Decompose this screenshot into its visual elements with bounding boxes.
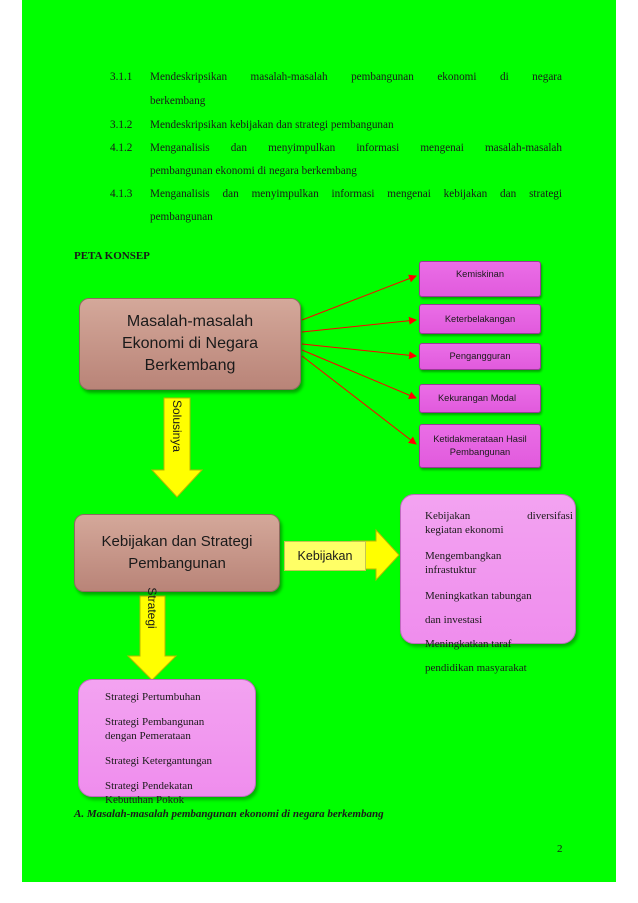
objective-text-continued: berkembang	[150, 95, 206, 107]
policy-item: Mengembangkan	[425, 550, 502, 562]
objective-number: 3.1.1	[110, 71, 133, 83]
problems-main-box: Masalah-masalah Ekonomi di Negara Berkem…	[79, 298, 301, 390]
strategy-item: Strategi Pembangunan	[105, 716, 205, 728]
problem-keterbelakangan: Keterbelakangan	[419, 304, 541, 334]
policy-item: Meningkatkan taraf	[425, 638, 512, 650]
policy-item: Kebijakan diversifasi	[425, 510, 573, 522]
policy-strategy-box: Kebijakan dan Strategi Pembangunan	[74, 514, 280, 592]
arrow-to-kemiskinan	[301, 274, 417, 321]
policies-list: Kebijakan diversifasi kegiatan ekonomi M…	[425, 509, 573, 675]
strategi-label: Strategi	[145, 587, 159, 629]
strategy-item-continued: Kebutuhan Pokok	[105, 794, 185, 806]
document-page: 3.1.1 Mendeskripsikan masalah-masalah pe…	[22, 0, 616, 882]
problem-ketidakmerataan: Ketidakmerataan Hasil Pembangunan	[419, 424, 541, 468]
problem-label: Kemiskinan	[455, 268, 505, 279]
policy-item-continued: kegiatan ekonomi	[425, 524, 504, 536]
policies-box	[400, 494, 576, 644]
objective-text-continued: pembangunan	[150, 211, 213, 223]
strategy-item-continued: dengan Pemerataan	[105, 730, 191, 742]
section-title: PETA KONSEP	[74, 250, 150, 262]
problem-kekurangan-modal: Kekurangan Modal	[419, 384, 541, 413]
solusinya-label: Solusinya	[170, 399, 184, 453]
main-box-line: Berkembang	[144, 357, 236, 374]
policy-item-continued: pendidikan masyarakat	[425, 662, 527, 674]
objective-number: 4.1.3	[110, 188, 133, 200]
objective-text-continued: pembangunan ekonomi di negara berkembang	[150, 165, 357, 177]
arrow-to-kekurangan-modal	[301, 349, 417, 399]
problem-pengangguran: Pengangguran	[419, 343, 541, 370]
problem-label: Kekurangan Modal	[437, 393, 517, 403]
arrow-to-keterbelakangan	[301, 316, 417, 333]
policy-item: Meningkatkan tabungan	[425, 590, 532, 602]
strategy-item: Strategi Ketergantungan	[105, 755, 213, 767]
strategi-arrow	[126, 595, 178, 681]
main-box-line: Masalah-masalah	[126, 313, 254, 330]
page-number: 2	[557, 843, 563, 855]
strategies-box	[78, 679, 256, 797]
policy-item-continued: infrastuktur	[425, 564, 477, 576]
arrow-to-pengangguran	[301, 343, 417, 360]
problem-label: Ketidakmerataan Hasil Pembangunan	[433, 434, 527, 457]
strategies-list: Strategi Pertumbuhan Strategi Pembanguna…	[105, 690, 255, 807]
objective-text: Menganalisis dan menyimpulkan informasi …	[150, 188, 562, 200]
section-heading-a: A. Masalah-masalah pembangunan ekonomi d…	[74, 808, 384, 820]
policy-box-line: Kebijakan dan Strategi	[101, 533, 253, 550]
objective-text: Menganalisis dan menyimpulkan informasi …	[150, 142, 562, 154]
objective-text: Mendeskripsikan masalah-masalah pembangu…	[150, 71, 562, 83]
arrow-to-ketidakmerataan	[301, 355, 417, 445]
solusinya-arrow	[150, 397, 204, 498]
problem-label: Pengangguran	[449, 351, 511, 361]
problem-kemiskinan: Kemiskinan	[419, 261, 541, 297]
objective-number: 4.1.2	[110, 142, 133, 154]
kebijakan-label: Kebijakan	[284, 541, 366, 571]
concept-map-arrows	[126, 274, 417, 681]
policy-box-line: Pembangunan	[128, 555, 226, 572]
strategy-item: Strategi Pertumbuhan	[105, 691, 201, 703]
policy-item-continued: dan investasi	[425, 614, 483, 626]
objective-text: Mendeskripsikan kebijakan dan strategi p…	[150, 119, 394, 131]
problem-label: Keterbelakangan	[444, 313, 516, 324]
strategy-item: Strategi Pendekatan	[105, 780, 193, 792]
main-box-line: Ekonomi di Negara	[121, 335, 259, 352]
objective-number: 3.1.2	[110, 119, 133, 131]
